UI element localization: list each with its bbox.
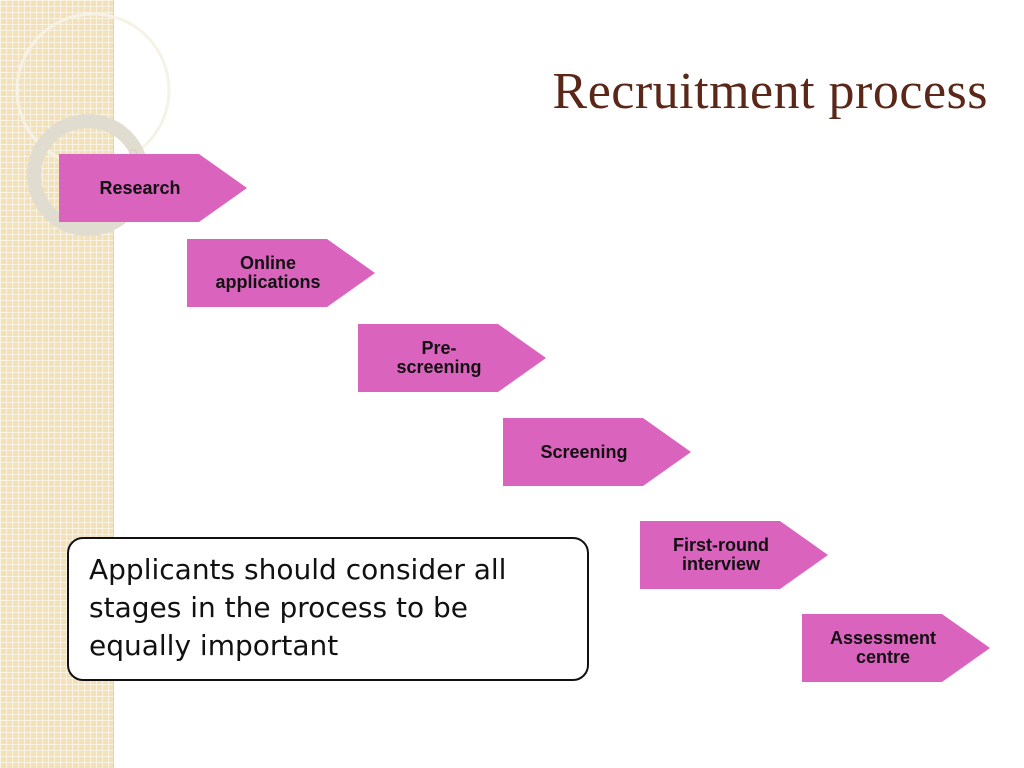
process-step-screening: Screening (503, 418, 691, 486)
process-step-pre-screening: Pre- screening (358, 324, 546, 392)
process-step-label: Research (99, 177, 181, 198)
process-step-label: Online applications (215, 253, 321, 292)
note-callout: Applicants should consider all stages in… (67, 537, 589, 681)
process-step-first-round-interview: First-round interview (640, 521, 828, 589)
process-step-assessment-centre: Assessment centre (802, 614, 990, 682)
process-step-online-applications: Online applications (187, 239, 375, 307)
slide-title: Recruitment process (552, 63, 988, 120)
process-step-label: Screening (540, 441, 628, 462)
process-step-label: First-round interview (673, 535, 769, 574)
process-step-research: Research (59, 154, 247, 222)
process-step-label: Pre- screening (396, 338, 482, 377)
process-step-label: Assessment centre (829, 628, 937, 667)
